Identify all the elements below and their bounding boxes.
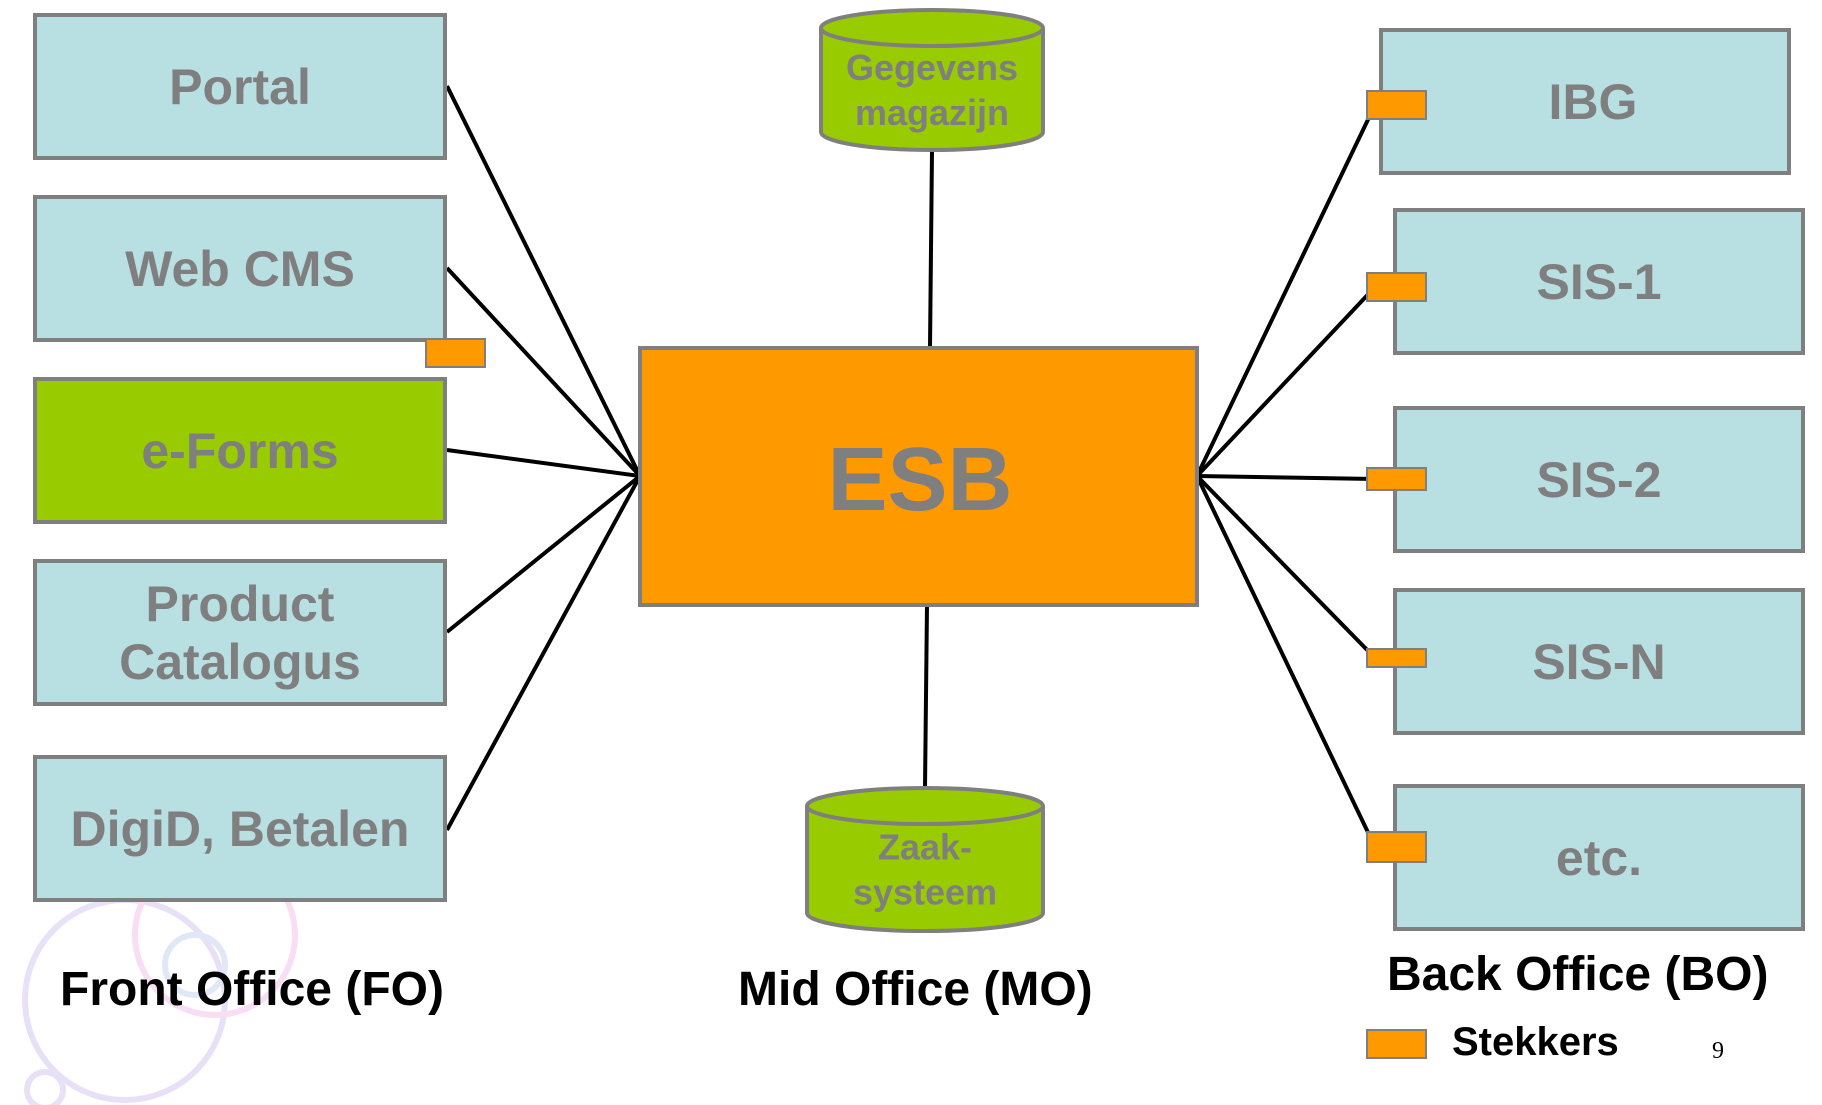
bo-box-ibg (1379, 28, 1791, 175)
bo-system-sis-1: SIS-1 (1366, 208, 1805, 355)
bo-label-sis-1: SIS-1 (1536, 254, 1661, 310)
database-label-gegevens-magazijn: magazijn (855, 92, 1009, 133)
fo-box-digid-betalen (33, 755, 447, 902)
fo-system-portal: Portal (33, 13, 447, 160)
database-label-gegevens-magazijn: Gegevens (846, 47, 1018, 88)
fo-box-portal (33, 13, 447, 160)
fo-system-web-cms: Web CMS (33, 195, 486, 368)
link-zaak-systeem (923, 604, 929, 789)
fo-system-e-forms: e-Forms (33, 377, 447, 524)
connector-web-cms (425, 338, 486, 368)
fo-label-digid-betalen: DigiD, Betalen (71, 801, 410, 857)
connector-ibg (1366, 90, 1427, 120)
link-sis-n (1195, 474, 1377, 660)
link-product-catalogus (445, 474, 642, 634)
legend-connector-swatch (1366, 1029, 1427, 1059)
connector-sis-n (1366, 648, 1427, 668)
legend-label: Stekkers (1452, 1020, 1619, 1064)
esb-box (638, 346, 1199, 607)
link-ibg (1195, 104, 1377, 477)
fo-box-e-forms (33, 377, 447, 524)
bo-system-sis-n: SIS-N (1366, 588, 1805, 735)
database-zaak-systeem-icon: Zaak-systeem (805, 786, 1045, 933)
page-number: 9 (1712, 1038, 1724, 1064)
bo-system-etc: etc. (1366, 784, 1805, 931)
fo-label-product-catalogus: Product (146, 576, 335, 632)
link-sis-1 (1195, 285, 1377, 478)
bo-label-ibg: IBG (1549, 74, 1638, 130)
bo-box-etc (1393, 784, 1805, 931)
fo-box-web-cms (33, 195, 447, 342)
fo-label-product-catalogus: Catalogus (119, 634, 361, 690)
link-e-forms (446, 448, 641, 478)
fo-system-digid-betalen: DigiD, Betalen (33, 755, 447, 902)
bo-system-sis-2: SIS-2 (1366, 406, 1805, 553)
mid-office-label: Mid Office (MO) (738, 963, 1093, 1016)
connection-lines (445, 85, 1377, 848)
front-office-label: Front Office (FO) (60, 963, 444, 1016)
bo-box-sis-n (1393, 588, 1805, 735)
fo-label-web-cms: Web CMS (125, 241, 355, 297)
link-portal (445, 85, 642, 477)
link-digid-betalen (445, 475, 642, 831)
fo-label-e-forms: e-Forms (141, 423, 338, 479)
connector-etc (1366, 831, 1427, 863)
link-etc (1195, 475, 1377, 848)
esb-bus: ESB (638, 346, 1199, 607)
fo-box-product-catalogus (33, 559, 447, 706)
fo-label-portal: Portal (169, 59, 311, 115)
bo-box-sis-2 (1393, 406, 1805, 553)
bo-box-sis-1 (1393, 208, 1805, 355)
connector-sis-2 (1366, 467, 1427, 491)
link-gegevens-magazijn (928, 149, 934, 349)
database-label-zaak-systeem: Zaak- (878, 827, 972, 868)
bo-label-etc: etc. (1556, 830, 1642, 886)
link-sis-2 (1196, 474, 1376, 481)
esb-label: ESB (827, 430, 1012, 530)
connector-sis-1 (1366, 272, 1427, 302)
back-office-label: Back Office (BO) (1387, 948, 1768, 1001)
link-web-cms (445, 266, 642, 478)
database-label-zaak-systeem: systeem (853, 872, 997, 913)
bo-label-sis-n: SIS-N (1532, 634, 1665, 690)
bo-system-ibg: IBG (1366, 28, 1791, 175)
bo-label-sis-2: SIS-2 (1536, 452, 1661, 508)
